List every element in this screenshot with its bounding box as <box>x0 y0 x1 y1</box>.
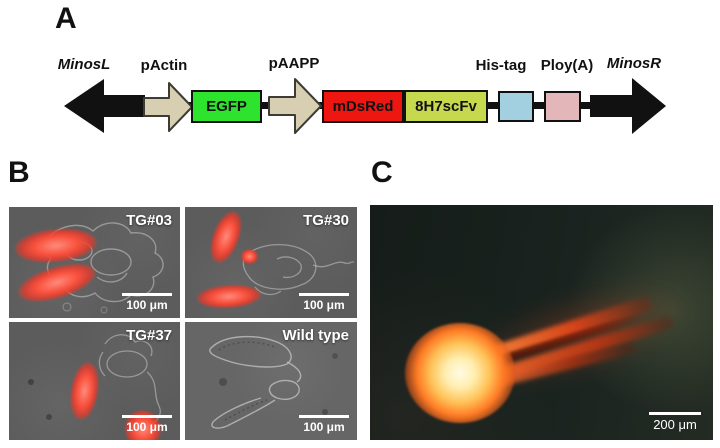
scale-bar: 100 μm <box>122 415 172 434</box>
tissue-outline <box>242 243 355 296</box>
fluorescent-gland <box>241 249 258 264</box>
scale-bar: 100 μm <box>299 293 349 312</box>
histag-box <box>498 91 534 122</box>
scale-bar-line <box>649 412 701 415</box>
panel-c-letter: C <box>371 156 393 189</box>
minosr-arrow-icon <box>590 78 666 134</box>
scale-bar-text: 200 μm <box>653 417 697 432</box>
tissue-outline <box>209 335 338 429</box>
panel-a-letter: A <box>55 2 77 35</box>
minosl-arrow-shape <box>64 79 145 133</box>
minosl-arrow-icon <box>64 79 145 133</box>
mdsred-box-label: mDsRed <box>332 98 394 115</box>
polya-box <box>544 91 581 122</box>
micrograph-tg30: TG#30 100 μm <box>185 207 357 318</box>
tile-label: TG#30 <box>303 212 349 229</box>
micrograph-wildtype: Wild type 100 μm <box>185 322 357 440</box>
minosl-label: MinosL <box>57 56 111 73</box>
minosr-label: MinosR <box>606 55 662 72</box>
scale-bar-text: 100 μm <box>126 420 168 434</box>
polya-label: Ploy(A) <box>540 57 594 74</box>
scale-bar-line <box>122 293 172 296</box>
fluorescent-gland-glow <box>405 323 515 423</box>
paapp-arrow-shape <box>268 78 322 134</box>
mdsred-box: mDsRed <box>322 90 404 123</box>
minosr-arrow-shape <box>590 78 666 134</box>
pactin-label: pActin <box>140 57 188 74</box>
scale-bar: 100 μm <box>122 293 172 312</box>
tile-label: Wild type <box>282 327 349 344</box>
pactin-promoter-arrow-icon <box>143 82 193 132</box>
scfv-box: 8H7scFv <box>404 90 488 123</box>
scfv-box-label: 8H7scFv <box>415 98 477 115</box>
scale-bar: 100 μm <box>299 415 349 434</box>
tile-label: TG#37 <box>126 327 172 344</box>
scale-bar-line <box>299 293 349 296</box>
paapp-label: pAAPP <box>268 55 320 72</box>
egfp-box: EGFP <box>191 90 262 123</box>
tile-label: TG#03 <box>126 212 172 229</box>
paapp-promoter-arrow-icon <box>268 78 322 134</box>
micrograph-tg03: TG#03 100 μm <box>9 207 180 318</box>
micrograph-tg37: TG#37 100 μm <box>9 322 180 440</box>
scale-bar-line <box>299 415 349 418</box>
scale-bar-line <box>122 415 172 418</box>
scale-bar-text: 100 μm <box>303 298 345 312</box>
fluorescence-image: 200 μm <box>370 205 713 440</box>
scale-bar-text: 100 μm <box>126 298 168 312</box>
panel-b-letter: B <box>8 156 30 189</box>
scale-bar-text: 100 μm <box>303 420 345 434</box>
histag-label: His-tag <box>475 57 527 74</box>
pactin-arrow-shape <box>143 82 193 132</box>
egfp-box-label: EGFP <box>206 98 247 115</box>
scale-bar: 200 μm <box>649 412 701 432</box>
